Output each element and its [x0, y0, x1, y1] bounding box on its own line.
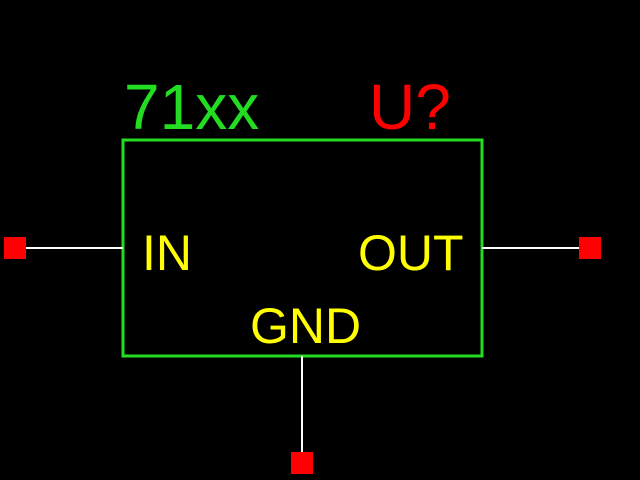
pin-out-label: OUT [358, 225, 464, 281]
component-value-label[interactable]: 71xx [124, 71, 259, 143]
component-reference-label[interactable]: U? [369, 71, 451, 143]
pin-gnd-terminal[interactable] [291, 452, 313, 474]
pin-gnd-label: GND [250, 298, 361, 354]
pin-in-terminal[interactable] [4, 237, 26, 259]
pin-out-terminal[interactable] [579, 237, 601, 259]
pin-in-label: IN [142, 225, 192, 281]
